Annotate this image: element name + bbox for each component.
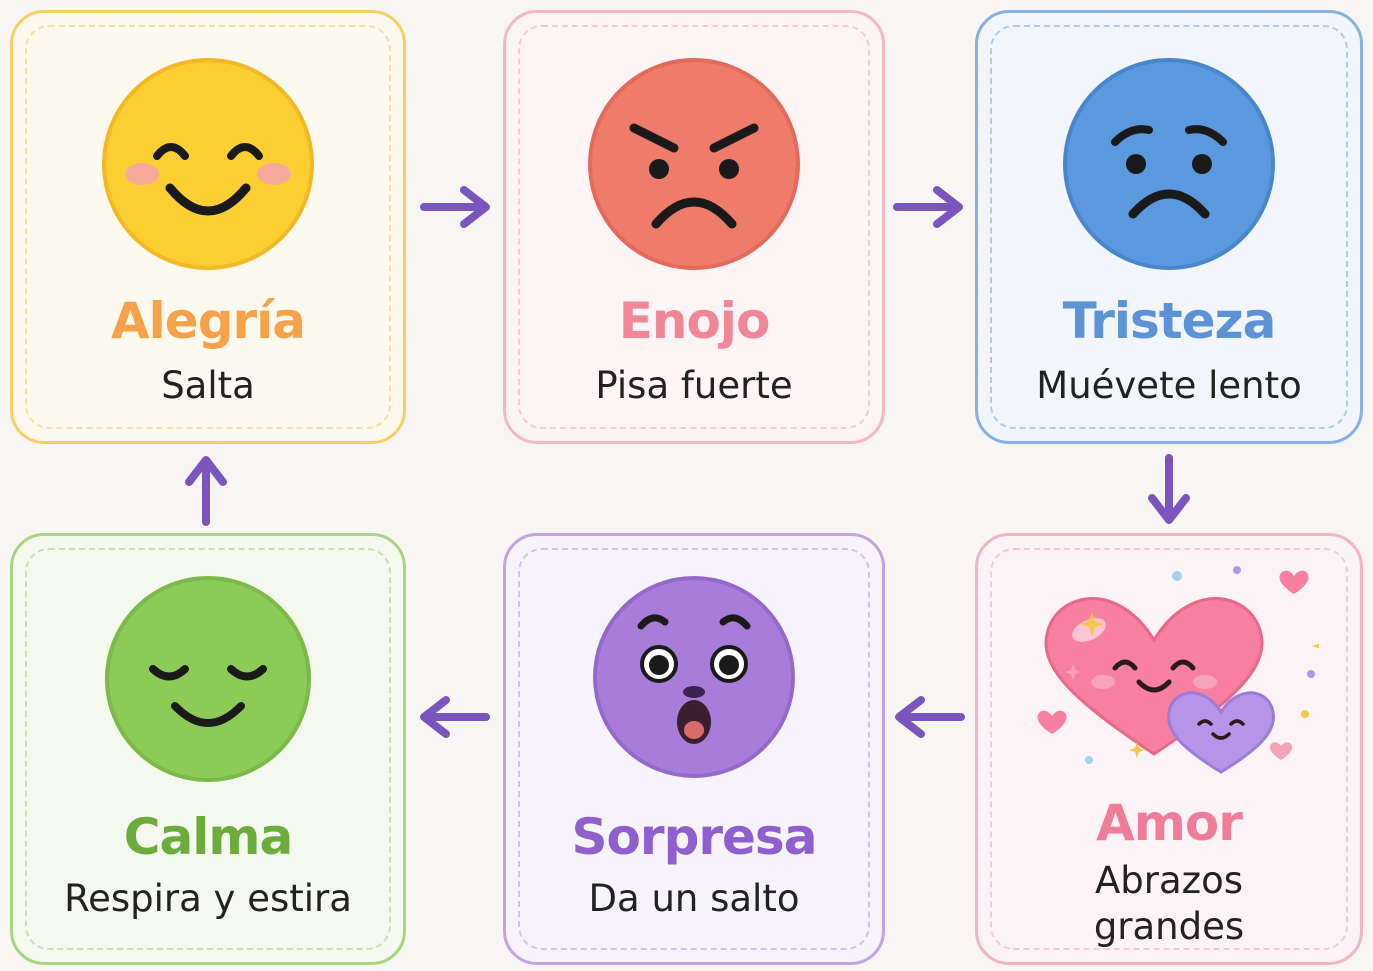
card-alegria: Alegría Salta [10, 10, 406, 444]
emotion-action: Pisa fuerte [595, 364, 793, 407]
arrow-down-icon [1148, 454, 1190, 524]
card-border-dashed [518, 548, 870, 950]
arrow-right-icon [893, 186, 963, 228]
hearts-icon [1037, 566, 1319, 774]
emotion-action: Muévete lento [1036, 364, 1302, 407]
card-enojo: Enojo Pisa fuerte [503, 10, 885, 444]
arrow-left-icon [420, 696, 490, 738]
emotion-title: Amor [1096, 794, 1243, 852]
card-border-dashed [25, 548, 391, 950]
sad-face-icon [1063, 58, 1275, 270]
emotion-action: Da un salto [588, 877, 800, 920]
emotion-title: Enojo [618, 292, 771, 350]
arrow-up-icon [185, 456, 227, 526]
card-calma: Calma Respira y estira [10, 533, 406, 965]
emotion-action-line2: grandes [1093, 905, 1245, 948]
card-border-dashed [518, 25, 870, 429]
emotion-action-line1: Abrazos [1094, 859, 1244, 902]
surprised-face-icon [593, 576, 795, 778]
arrow-left-icon [895, 696, 965, 738]
card-border-dashed [25, 25, 391, 429]
angry-face-icon [588, 58, 800, 270]
emotion-title: Calma [123, 808, 293, 866]
emotion-action: Respira y estira [64, 877, 352, 920]
card-amor: Amor Abrazos grandes [975, 533, 1363, 965]
happy-face-icon [102, 58, 314, 270]
emotion-title: Tristeza [1062, 292, 1277, 350]
card-sorpresa: Sorpresa Da un salto [503, 533, 885, 965]
emotion-action: Salta [161, 364, 255, 407]
emotion-title: Sorpresa [571, 808, 818, 866]
card-border-dashed [990, 25, 1348, 429]
arrow-right-icon [420, 186, 490, 228]
card-border-dashed [990, 548, 1348, 950]
emotion-title: Alegría [110, 292, 306, 350]
card-tristeza: Tristeza Muévete lento [975, 10, 1363, 444]
calm-face-icon [105, 576, 311, 782]
